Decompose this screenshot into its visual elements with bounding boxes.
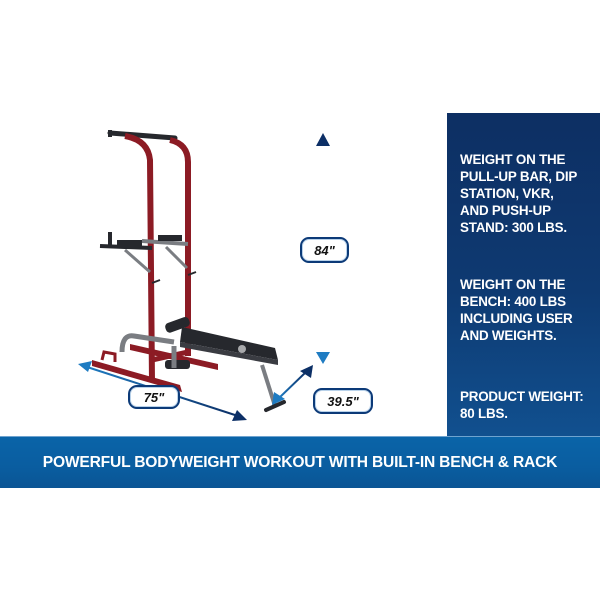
specs-panel: WEIGHT ON THE PULL-UP BAR, DIP STATION, … <box>447 113 600 436</box>
product-image <box>92 130 286 412</box>
width-dimension-label: 39.5" <box>313 388 373 414</box>
bench-weight-capacity-text: WEIGHT ON THE BENCH: 400 LBS INCLUDING U… <box>460 277 573 343</box>
tagline-text: POWERFUL BODYWEIGHT WORKOUT WITH BUILT-I… <box>42 453 558 471</box>
height-dimension-label: 84" <box>300 237 349 263</box>
product-weight-text: PRODUCT WEIGHT: 80 LBS. <box>460 389 584 421</box>
tower-weight-capacity-text: WEIGHT ON THE PULL-UP BAR, DIP STATION, … <box>460 152 578 235</box>
tagline-banner: POWERFUL BODYWEIGHT WORKOUT WITH BUILT-I… <box>0 436 600 488</box>
length-dimension-label: 75" <box>128 385 180 409</box>
